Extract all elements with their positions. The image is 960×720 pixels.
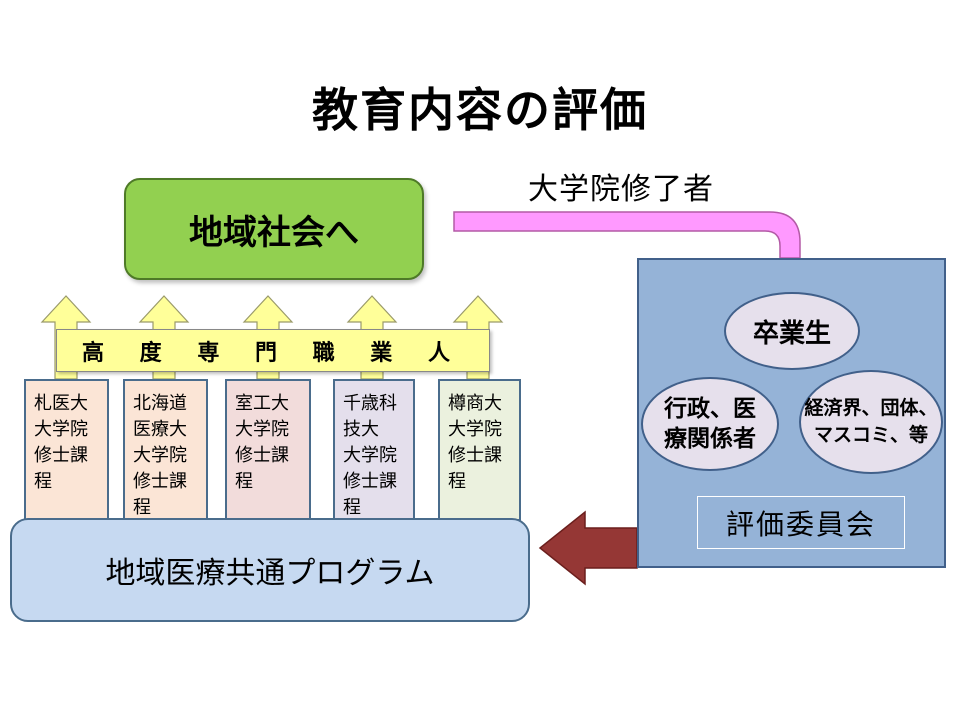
regional-society-box: 地域社会へ — [124, 178, 424, 280]
course-box-hokkaido-iryo: 北海道 医療大 大学院 修士課 程 — [123, 379, 208, 521]
page-title: 教育内容の評価 — [312, 83, 648, 137]
graduates-label: 大学院修了者 — [528, 172, 714, 207]
graduates-ellipse: 卒業生 — [724, 292, 860, 370]
common-program-box: 地域医療共通プログラム — [10, 518, 530, 622]
course-box-sapporo-medical: 札医大 大学院 修士課 程 — [24, 379, 109, 521]
evaluation-committee-label: 評価委員会 — [697, 496, 905, 549]
course-box-muroran-it: 室工大 大学院 修士課 程 — [225, 379, 311, 521]
course-box-chitose-ist: 千歳科 技大 大学院 修士課 程 — [333, 379, 415, 521]
course-box-otaru-commerce: 樽商大 大学院 修士課 程 — [438, 379, 521, 521]
advanced-professional-banner: 高 度 専 門 職 業 人 — [56, 329, 490, 372]
feedback-arrow — [538, 510, 638, 586]
graduates-connector — [453, 211, 801, 259]
economy-media-ellipse: 経済界、団体、 マスコミ、等 — [799, 370, 943, 474]
government-ellipse: 行政、医 療関係者 — [641, 377, 779, 471]
